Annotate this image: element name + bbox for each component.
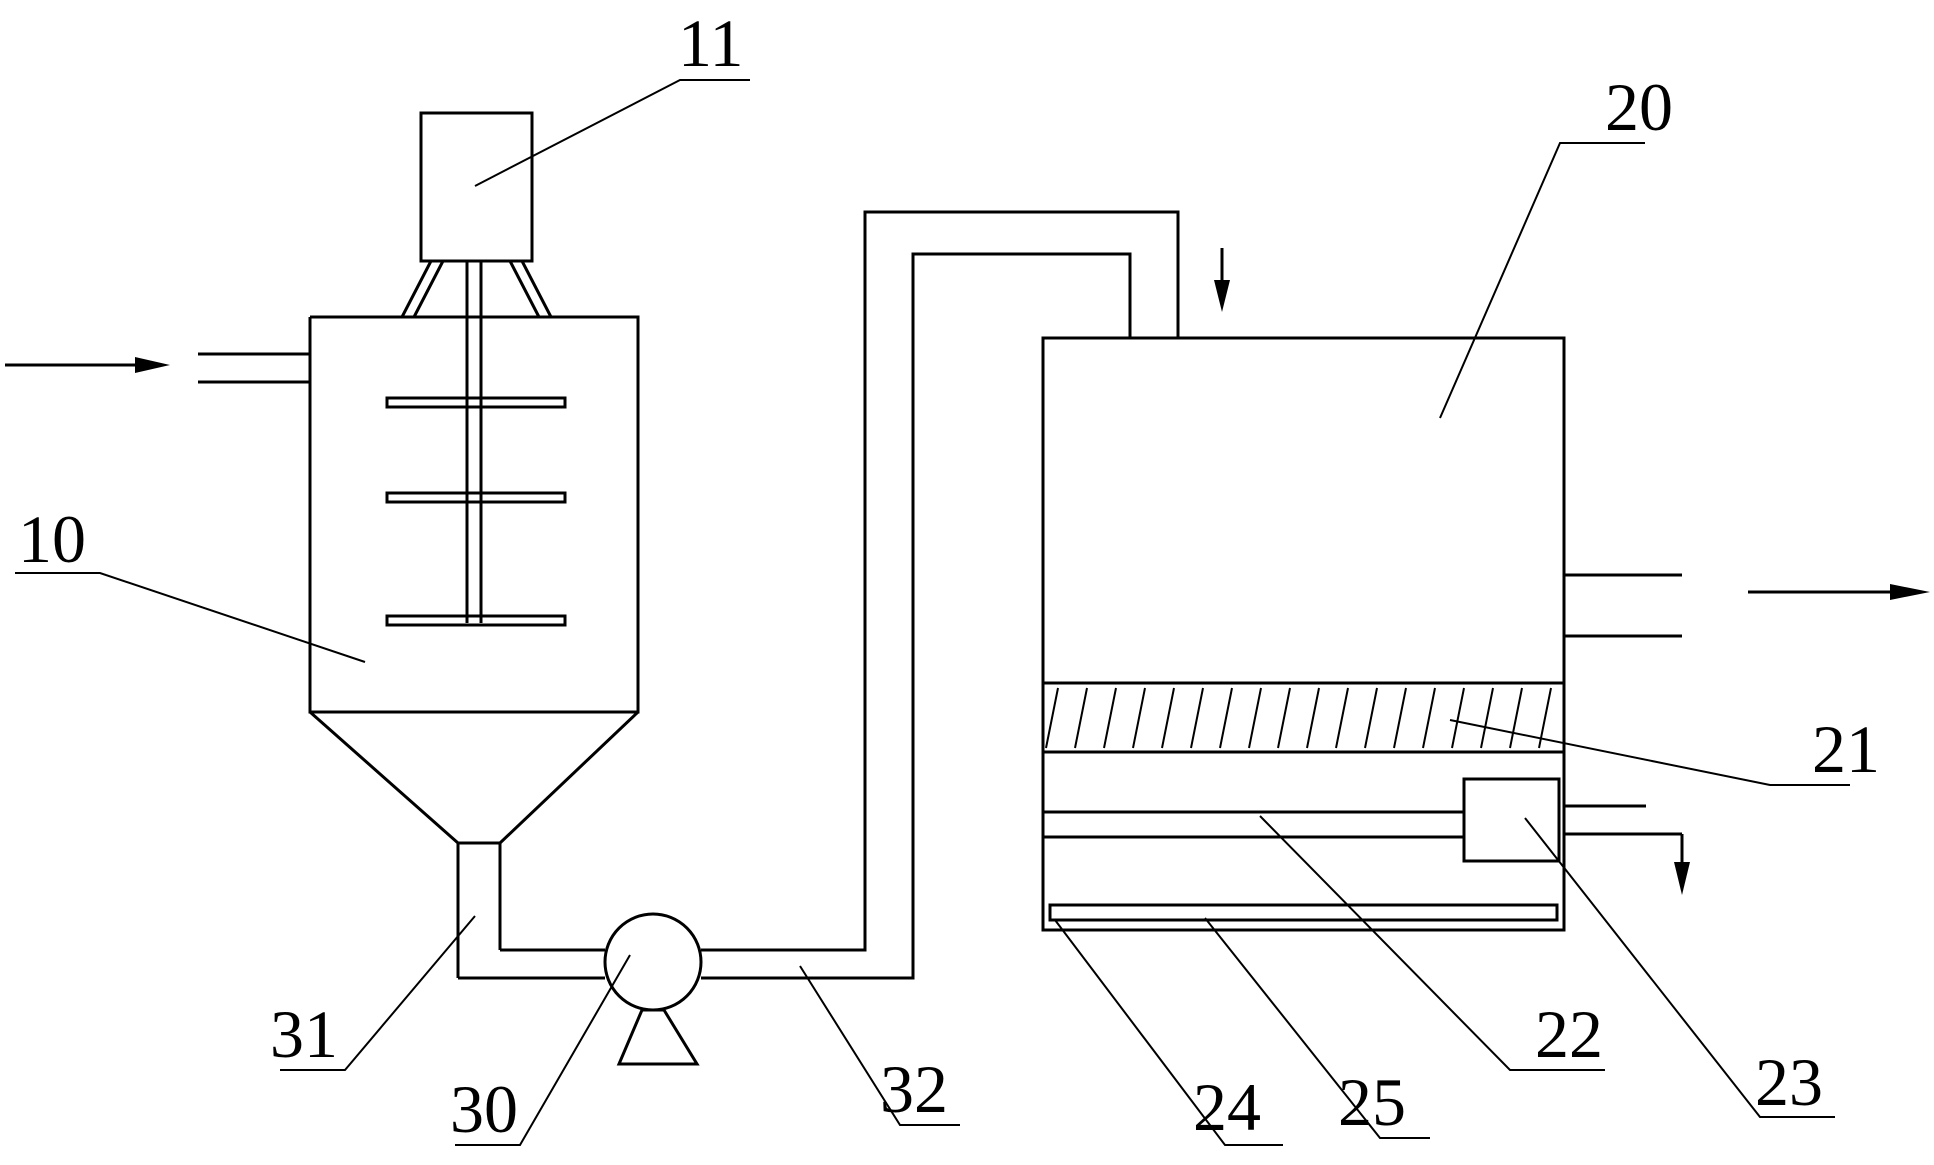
- stirrer: [385, 261, 567, 627]
- inlet-arrow-icon: [5, 357, 170, 373]
- label-bottom-plate-25: 25: [1338, 1064, 1406, 1140]
- label-pump: 30: [450, 1071, 518, 1147]
- bottom-plate-25: [1048, 903, 1559, 922]
- filter-hatching: [1045, 687, 1552, 749]
- lower-outlet-pipe: [1564, 804, 1684, 862]
- box-23: [1462, 777, 1561, 863]
- leader-lines: [15, 79, 1850, 1146]
- transfer-pipe-32: [701, 210, 1180, 980]
- outlet-arrow-icon: [1748, 584, 1930, 600]
- tank-inlet-pipe: [198, 352, 310, 384]
- side-outlet-pipe: [1564, 573, 1682, 638]
- label-mixing-tank: 10: [18, 501, 86, 577]
- drain-arrow-icon: [1674, 862, 1690, 895]
- pump: [603, 912, 703, 1066]
- label-pipe-22: 22: [1535, 996, 1603, 1072]
- feed-arrow-icon: [1214, 248, 1230, 312]
- pipe-22: [1043, 810, 1464, 839]
- filter-layer: [1043, 681, 1564, 754]
- label-bottom-24: 24: [1193, 1069, 1261, 1145]
- label-filter-layer: 21: [1812, 711, 1880, 787]
- label-box-23: 23: [1755, 1044, 1823, 1120]
- motor-box: [419, 111, 534, 263]
- label-settling-tank: 20: [1605, 69, 1673, 145]
- settling-tank: [1041, 336, 1566, 932]
- mixing-tank: [308, 315, 640, 845]
- label-outlet-pipe-31: 31: [270, 996, 338, 1072]
- label-transfer-pipe-32: 32: [880, 1051, 948, 1127]
- outlet-pipe-31: [456, 841, 605, 980]
- motor-mount: [400, 260, 553, 318]
- label-motor: 11: [678, 5, 743, 81]
